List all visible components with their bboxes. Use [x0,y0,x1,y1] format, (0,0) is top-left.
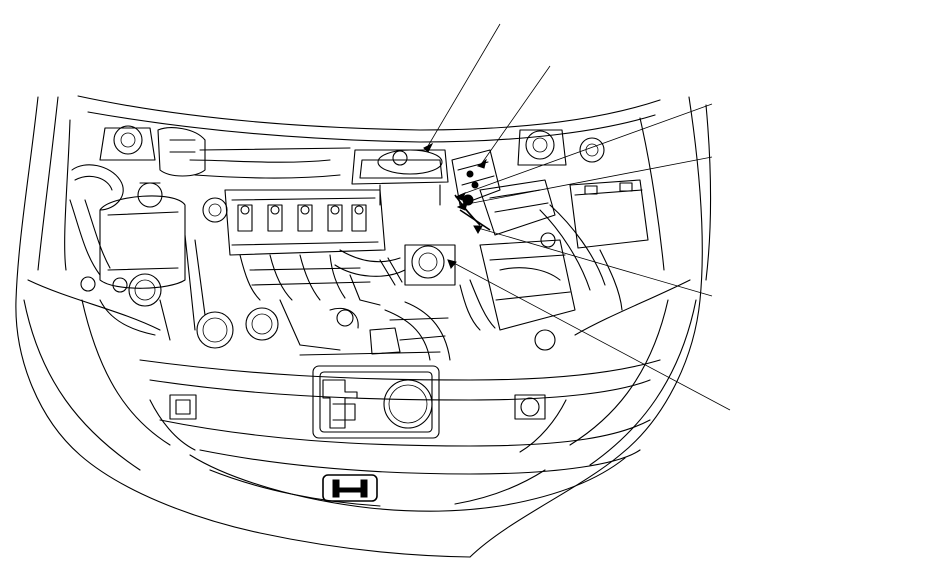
callout-leaders [423,23,731,411]
callout-line-5 [477,227,713,297]
callout-line-1 [427,23,501,147]
callout-line-4 [461,156,713,206]
engine-top [224,189,456,361]
callout-line-2 [481,65,551,164]
honda-emblem [322,474,378,502]
ignition-coils [237,204,367,232]
right-engine-bay-components [351,129,649,351]
front-grille [139,359,661,512]
left-engine-bay-components [69,125,351,349]
vehicle-body-outline [15,95,712,558]
callout-line-3 [459,103,713,196]
battery [569,179,649,249]
callout-line-6 [451,261,731,411]
